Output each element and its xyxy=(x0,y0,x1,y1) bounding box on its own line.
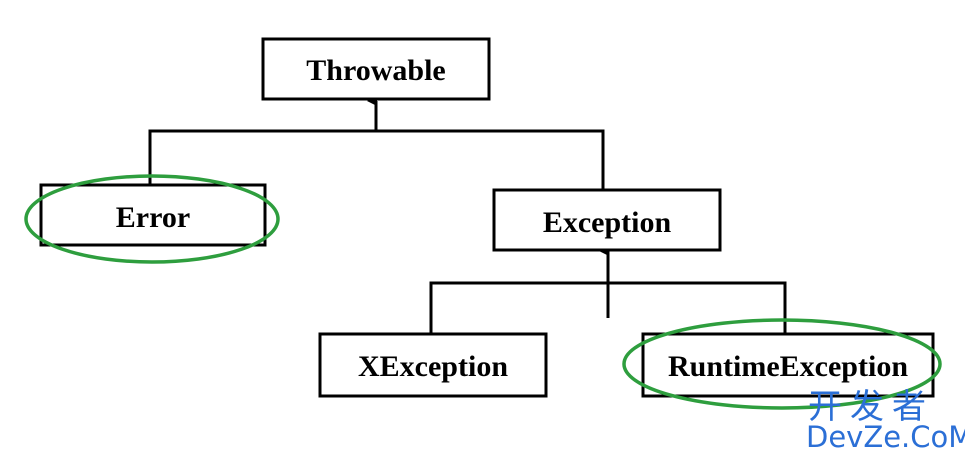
node-runtime-exception-label: RuntimeException xyxy=(668,350,908,383)
edge-exception-to-throwable xyxy=(376,129,605,190)
edge-group-throwable xyxy=(148,96,605,190)
edge-xexception-to-exception xyxy=(429,281,608,334)
node-runtime-exception: RuntimeException xyxy=(641,332,935,398)
edge-group-exception xyxy=(429,246,787,334)
edge-error-to-throwable xyxy=(148,129,376,185)
highlight-ellipse-error xyxy=(24,174,280,264)
watermark: 开发者 DevZe.CoM xyxy=(806,387,965,454)
watermark-site: DevZe.CoM xyxy=(806,420,965,454)
node-error-label: Error xyxy=(116,201,190,234)
node-throwable-label: Throwable xyxy=(306,54,445,87)
node-error: Error xyxy=(39,183,267,247)
watermark-chinese: 开发者 xyxy=(808,387,934,427)
node-xexception: XException xyxy=(318,332,548,398)
highlight-ellipse-runtime-exception xyxy=(622,318,942,410)
node-throwable: Throwable xyxy=(261,37,491,101)
node-xexception-label: XException xyxy=(358,350,508,383)
edge-runtime-exception-to-exception xyxy=(608,281,787,334)
node-exception: Exception xyxy=(492,188,722,252)
node-exception-label: Exception xyxy=(543,206,672,239)
